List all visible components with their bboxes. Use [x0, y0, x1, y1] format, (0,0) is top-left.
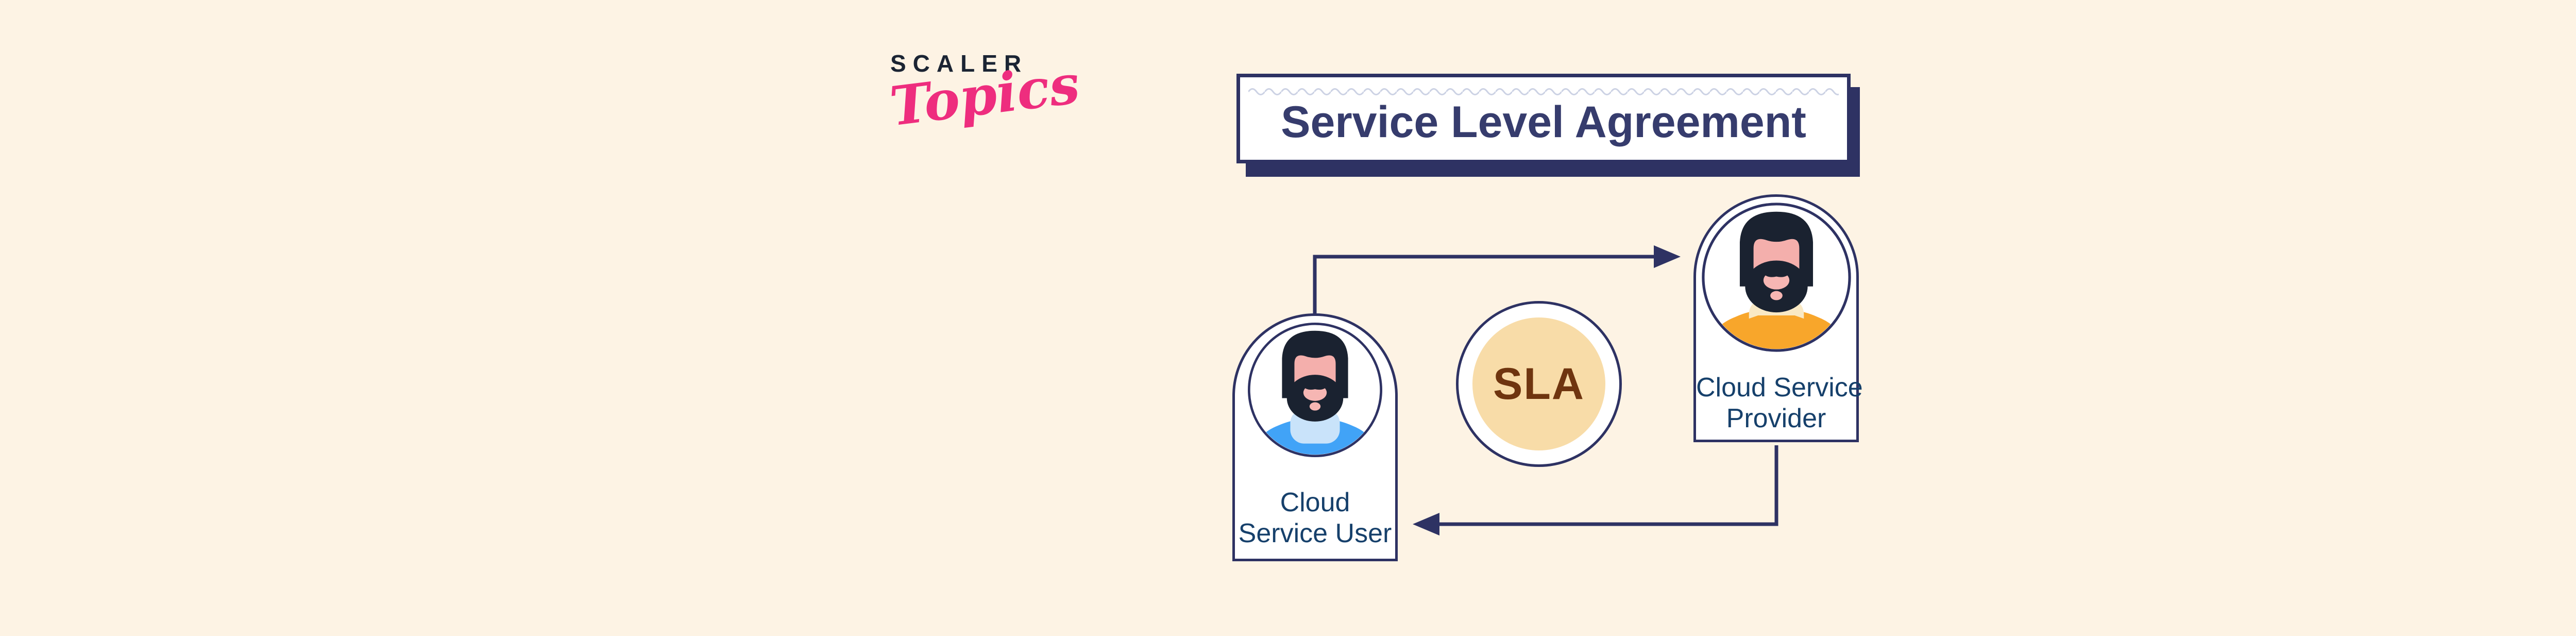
sla-label: SLA	[1493, 359, 1585, 409]
arrowhead-left-icon	[1413, 513, 1439, 535]
user-avatar-icon	[1248, 323, 1382, 457]
title-banner: Service Level Agreement	[1236, 74, 1851, 163]
sla-badge: SLA	[1456, 301, 1622, 467]
label-cloud-service-provider: Cloud Service Provider	[1696, 372, 1863, 434]
label-line: Service User	[1238, 518, 1392, 548]
label-cloud-service-user: Cloud Service User	[1235, 487, 1395, 549]
label-line: Cloud Service	[1696, 373, 1863, 403]
arrow-user-to-provider	[1313, 245, 1681, 314]
sla-badge-inner: SLA	[1472, 317, 1605, 450]
arrow-provider-to-user	[1413, 445, 1778, 535]
page-title: Service Level Agreement	[1281, 97, 1806, 147]
card-cloud-service-provider: Cloud Service Provider	[1693, 194, 1863, 442]
card-cloud-service-user: Cloud Service User	[1232, 313, 1398, 561]
label-line: Provider	[1726, 404, 1826, 433]
scaler-topics-logo: SCALER Topics	[887, 50, 1083, 138]
decorative-wave-pattern	[1248, 83, 1839, 97]
logo-wordmark-scaler: SCALER	[890, 50, 1028, 77]
provider-avatar-icon	[1702, 203, 1851, 352]
arrowhead-right-icon	[1654, 245, 1681, 268]
label-line: Cloud	[1280, 488, 1350, 517]
